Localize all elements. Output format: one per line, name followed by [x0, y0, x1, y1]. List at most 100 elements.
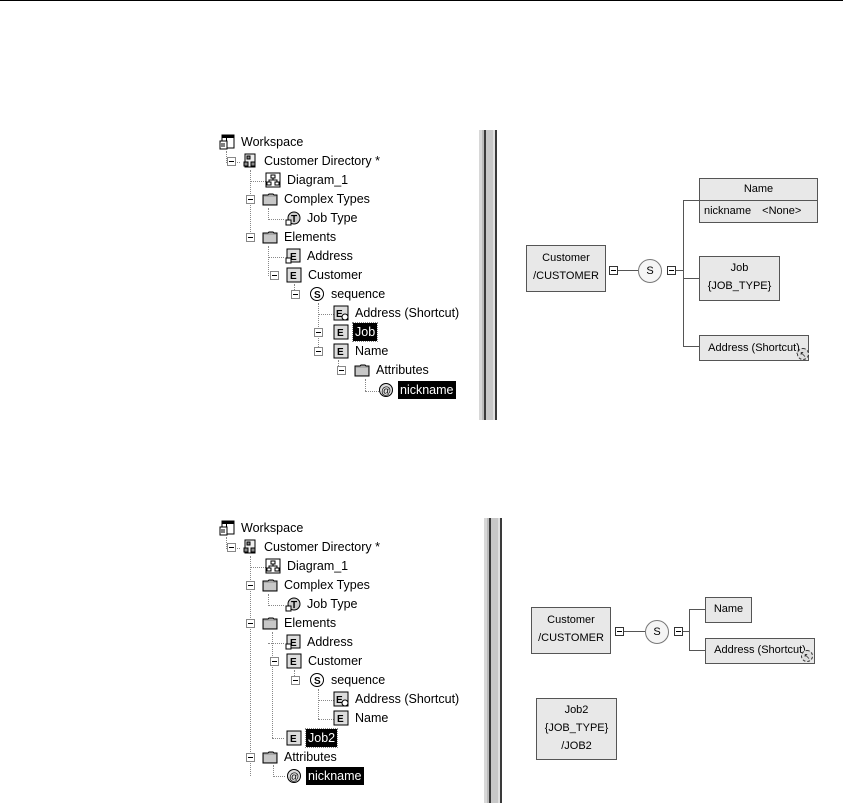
tree-item-label: Diagram_1 — [287, 173, 349, 187]
tree-item-complex-types[interactable]: Complex Types — [262, 576, 372, 594]
element-icon: E — [333, 710, 349, 726]
element-icon: E — [286, 653, 302, 669]
tree-item-workspace[interactable]: Workspace — [219, 133, 305, 151]
tree-item-complex-types[interactable]: Complex Types — [262, 190, 372, 208]
tree-item-workspace[interactable]: Workspace — [219, 519, 305, 537]
collapse-toggle[interactable] — [246, 581, 255, 590]
collapse-toggle[interactable] — [227, 157, 236, 166]
collapse-toggle[interactable] — [270, 657, 279, 666]
tree-item-name[interactable]: E Name — [333, 342, 390, 360]
element-shortcut-icon: E — [333, 691, 349, 707]
svg-text:T: T — [291, 214, 297, 225]
job2-element-box[interactable]: Job2 {JOB_TYPE} /JOB2 — [536, 698, 617, 760]
name-element-box[interactable]: Name nickname <None> — [699, 178, 818, 223]
element-icon: E — [333, 324, 349, 340]
tree-item-job[interactable]: E Job — [333, 322, 379, 342]
pane-splitter[interactable] — [484, 518, 506, 803]
svg-text:E: E — [290, 252, 297, 263]
tree-item-elements[interactable]: Elements — [262, 614, 338, 632]
collapse-toggle[interactable] — [337, 366, 346, 375]
collapse-toggle[interactable] — [246, 233, 255, 242]
workspace-icon — [219, 134, 235, 150]
collapse-toggle[interactable] — [291, 290, 300, 299]
attribute-icon: @ — [286, 768, 302, 784]
collapse-toggle[interactable] — [674, 627, 683, 636]
sequence-icon: S — [309, 286, 325, 302]
svg-text:E: E — [336, 309, 343, 320]
tree-item-diagram[interactable]: Diagram_1 — [265, 557, 350, 575]
tree-item-address-shortcut[interactable]: E Address (Shortcut) — [333, 304, 461, 322]
tree-item-label: Complex Types — [284, 578, 370, 592]
svg-text:E: E — [290, 734, 297, 745]
collapse-toggle[interactable] — [291, 676, 300, 685]
element-shortcut-icon: E — [333, 305, 349, 321]
svg-text:E: E — [290, 638, 297, 649]
tree-item-label: nickname — [398, 381, 456, 399]
sequence-group-node[interactable]: S — [645, 620, 669, 644]
tree-item-label: Elements — [284, 616, 337, 630]
tree-item-customer[interactable]: E Customer — [286, 652, 364, 670]
sequence-group-node[interactable]: S — [638, 259, 662, 283]
tree-item-label: Job Type — [307, 597, 358, 611]
collapse-toggle[interactable] — [246, 195, 255, 204]
tree-item-elements[interactable]: Elements — [262, 228, 338, 246]
address-shortcut-box[interactable]: Address (Shortcut) — [705, 638, 815, 664]
customer-element-box[interactable]: Customer /CUSTOMER — [531, 607, 611, 654]
tree-item-attributes[interactable]: Attributes — [262, 748, 339, 766]
name-element-box[interactable]: Name — [705, 597, 752, 623]
page-top-rule — [0, 0, 843, 1]
tree-item-label: Diagram_1 — [287, 559, 349, 573]
pane-splitter[interactable] — [479, 130, 501, 420]
tree-item-attributes[interactable]: Attributes — [354, 361, 431, 379]
tree-item-customer[interactable]: E Customer — [286, 266, 364, 284]
collapse-toggle[interactable] — [270, 271, 279, 280]
tree-item-label: Elements — [284, 230, 337, 244]
tree-item-sequence[interactable]: S sequence — [309, 285, 387, 303]
tree-item-job-type[interactable]: T Job Type — [285, 595, 360, 613]
tree-item-label: Name — [355, 344, 389, 358]
collapse-toggle[interactable] — [314, 347, 323, 356]
svg-text:T: T — [291, 600, 297, 611]
tree-item-label: Customer — [308, 268, 363, 282]
collapse-toggle[interactable] — [609, 266, 618, 275]
sequence-icon: S — [309, 672, 325, 688]
element-shortcut-icon: E — [285, 248, 301, 264]
tree-item-label: Address (Shortcut) — [355, 692, 460, 706]
tree-item-job-type[interactable]: T Job Type — [285, 209, 360, 227]
tree-item-label: sequence — [331, 673, 386, 687]
customer-element-box[interactable]: Customer /CUSTOMER — [526, 245, 606, 292]
collapse-toggle[interactable] — [246, 753, 255, 762]
collapse-toggle[interactable] — [615, 627, 624, 636]
collapse-toggle[interactable] — [314, 328, 323, 337]
tree-item-label: Job — [351, 322, 379, 342]
tree-item-name[interactable]: E Name — [333, 709, 390, 727]
folder-icon — [354, 362, 370, 378]
tree-item-address[interactable]: E Address — [285, 247, 355, 265]
tree-item-label: Name — [355, 711, 389, 725]
tree-item-model[interactable]: Customer Directory * — [242, 538, 382, 556]
tree-item-nickname[interactable]: @ nickname — [378, 381, 456, 399]
tree-item-job2[interactable]: E Job2 — [286, 728, 339, 748]
tree-item-nickname[interactable]: @ nickname — [286, 767, 364, 785]
svg-text:E: E — [336, 695, 343, 706]
attribute-icon: @ — [378, 382, 394, 398]
tree-item-label: Job2 — [304, 728, 339, 748]
address-shortcut-box[interactable]: Address (Shortcut) — [699, 335, 809, 361]
complex-type-shortcut-icon: T — [285, 596, 301, 612]
tree-item-label: Customer Directory * — [264, 154, 380, 168]
collapse-toggle[interactable] — [227, 543, 236, 552]
tree-item-sequence[interactable]: S sequence — [309, 671, 387, 689]
attribute-type: <None> — [762, 205, 802, 217]
tree-item-address[interactable]: E Address — [285, 633, 355, 651]
collapse-toggle[interactable] — [667, 266, 676, 275]
folder-icon — [262, 577, 278, 593]
job-element-box[interactable]: Job {JOB_TYPE} — [699, 256, 780, 301]
tree-item-model[interactable]: Customer Directory * — [242, 152, 382, 170]
tree-item-label: Job Type — [307, 211, 358, 225]
tree-item-diagram[interactable]: Diagram_1 — [265, 171, 350, 189]
collapse-toggle[interactable] — [246, 619, 255, 628]
tree-item-address-shortcut[interactable]: E Address (Shortcut) — [333, 690, 461, 708]
svg-text:S: S — [314, 290, 321, 301]
element-icon: E — [286, 730, 302, 746]
tree-item-label: Customer — [308, 654, 363, 668]
